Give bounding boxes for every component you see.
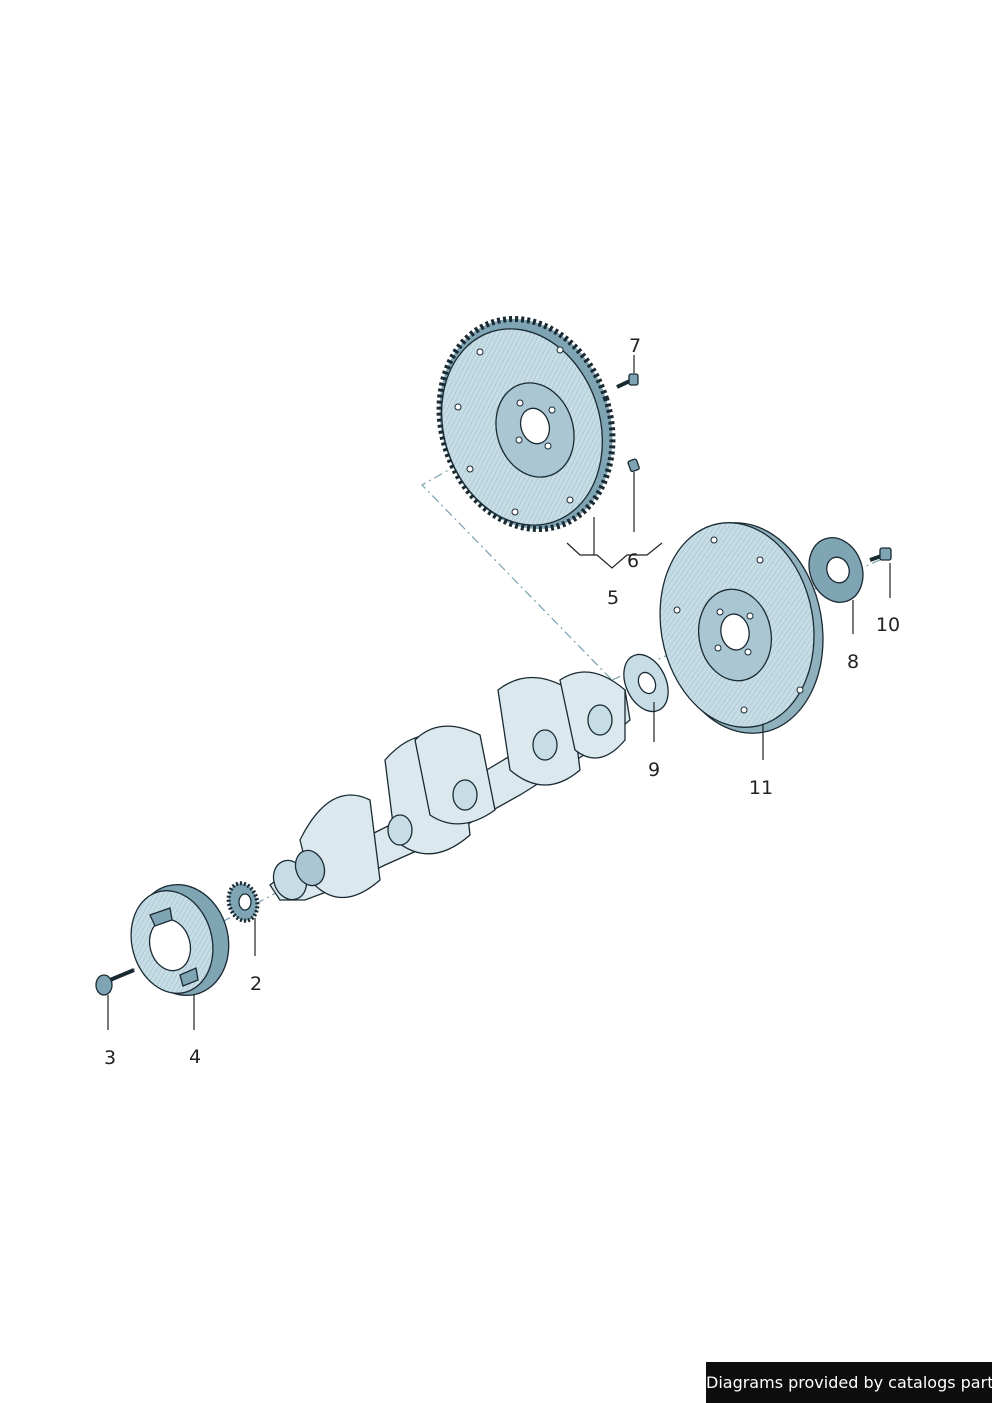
- drive-plate-bolt[interactable]: [869, 547, 892, 562]
- callout-6: 6: [627, 550, 639, 572]
- callout-11: 11: [749, 777, 773, 799]
- callout-7: 7: [629, 335, 641, 357]
- callout-9: 9: [648, 759, 660, 781]
- shim-plate[interactable]: [615, 647, 677, 718]
- callout-10: 10: [876, 614, 900, 636]
- pulley-bolt[interactable]: [95, 968, 135, 996]
- credit-banner: Diagrams provided by catalogs parts: [706, 1362, 992, 1403]
- callout-labels: 2 3 4 5 6 7 8 9 10 11: [104, 335, 900, 1069]
- callout-5: 5: [607, 587, 619, 609]
- dowel-pin[interactable]: [627, 458, 640, 473]
- callout-8: 8: [847, 651, 859, 673]
- crankshaft[interactable]: [268, 671, 631, 904]
- callout-4: 4: [189, 1046, 201, 1068]
- flywheel-bolt[interactable]: [616, 373, 639, 389]
- vibration-damper[interactable]: [120, 874, 241, 1006]
- flywheel-ring-gear[interactable]: [413, 296, 639, 551]
- backing-plate[interactable]: [800, 530, 871, 610]
- callout-3: 3: [104, 1047, 116, 1069]
- callout-2: 2: [250, 973, 262, 995]
- drive-plate[interactable]: [644, 510, 839, 746]
- crankshaft-sprocket[interactable]: [225, 880, 262, 924]
- leader-lines: [107, 355, 891, 1030]
